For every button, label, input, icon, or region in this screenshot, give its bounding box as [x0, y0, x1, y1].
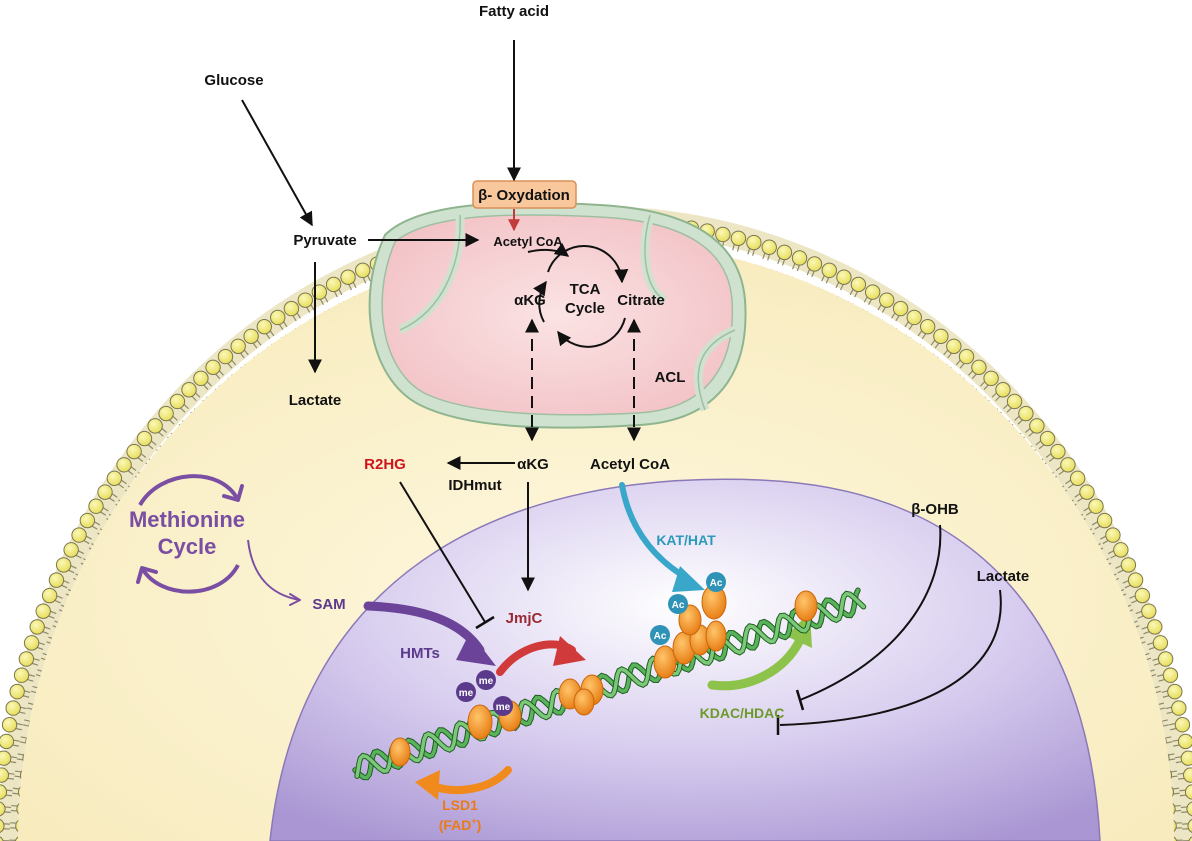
svg-text:me: me	[479, 676, 494, 687]
methionine-label-line2: Cycle	[158, 534, 217, 559]
kat-hat-label: KAT/HAT	[656, 532, 716, 548]
akg-mito-label: αKG	[514, 292, 546, 309]
methionine-to-sam-arrow	[247, 539, 301, 601]
akg-cyto-label: αKG	[517, 456, 549, 473]
tca-cycle	[527, 242, 629, 348]
beta-ohb-inhibition-bar	[795, 689, 805, 711]
dna-helix	[352, 587, 867, 781]
glucose-label: Glucose	[204, 72, 263, 89]
methionine-cycle-arrows	[136, 474, 244, 594]
acl-label: ACL	[655, 369, 686, 386]
citrate-label: Citrate	[617, 292, 665, 309]
lactate-inhibition-line	[779, 589, 1002, 726]
glucose-arrow	[241, 99, 313, 227]
kdac-hdac-arrow	[707, 635, 805, 691]
acetyl-coa-mito-label: Acetyl CoA	[493, 234, 563, 249]
pyruvate-label: Pyruvate	[293, 232, 356, 249]
tca-label-line1: TCA	[570, 281, 601, 298]
r2hg-inhibition-line	[399, 481, 486, 623]
fad-label: (FAD+)	[439, 816, 482, 833]
lsd1-label: LSD1	[442, 797, 478, 813]
jmjc-label: JmjC	[506, 610, 543, 627]
beta-ohb-inhibition-line	[799, 524, 942, 701]
fatty-acid-label: Fatty acid	[479, 3, 549, 20]
r2hg-label: R2HG	[364, 456, 406, 473]
svg-text:Ac: Ac	[672, 600, 685, 611]
sam-label: SAM	[312, 596, 345, 613]
r2hg-inhibition-bar	[475, 615, 495, 630]
idhmut-label: IDHmut	[448, 477, 501, 494]
acetyl-coa-cyto-label: Acetyl CoA	[590, 456, 670, 473]
svg-text:Ac: Ac	[654, 631, 667, 642]
beta-oxidation-label: β- Oxydation	[478, 187, 570, 204]
beta-ohb-label: β-OHB	[911, 501, 959, 518]
lactate-right-label: Lactate	[977, 568, 1030, 585]
kdac-hdac-label: KDAC/HDAC	[700, 705, 785, 721]
tca-label-line2: Cycle	[565, 300, 605, 317]
lactate-left-label: Lactate	[289, 392, 342, 409]
hmts-label: HMTs	[400, 645, 440, 662]
methyl-marks: me me me	[456, 670, 513, 716]
svg-text:Ac: Ac	[710, 578, 723, 589]
methionine-label-line1: Methionine	[129, 507, 245, 532]
nucleosomes	[389, 584, 818, 767]
beta-oxidation-box	[472, 180, 577, 209]
svg-text:me: me	[459, 688, 474, 699]
acetyl-marks: Ac Ac Ac	[650, 572, 726, 645]
svg-text:me: me	[496, 702, 511, 713]
mitochondrion	[368, 201, 747, 429]
